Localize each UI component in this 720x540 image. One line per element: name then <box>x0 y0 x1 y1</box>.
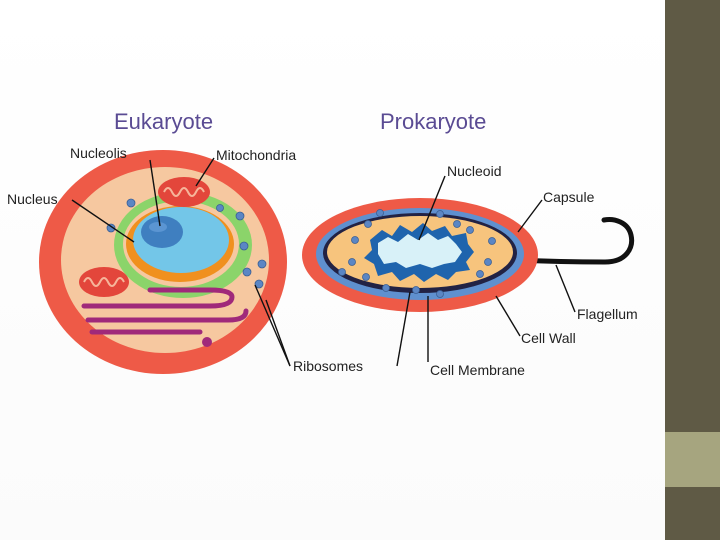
eukaryote-title: Eukaryote <box>114 109 213 134</box>
label-nucleoid: Nucleoid <box>447 163 501 179</box>
prokaryote-ribosomes <box>338 209 496 298</box>
leader-cell-wall <box>495 295 521 337</box>
prokaryote-cell <box>302 198 635 312</box>
eukaryote-ribosomes <box>106 198 267 289</box>
leader-nucleus <box>71 199 135 243</box>
eukaryote-cell <box>39 150 287 374</box>
flagellum <box>515 217 635 265</box>
mitochondrion-top <box>158 177 210 207</box>
leader-ribosomes-2 <box>265 299 291 367</box>
cell-comparison-diagram: Eukaryote Prokaryote Nucleolis Mitochond… <box>7 109 638 378</box>
leader-lines <box>71 157 576 367</box>
mitochondrion-left <box>79 267 129 297</box>
label-capsule: Capsule <box>543 189 595 205</box>
leader-mitochondria <box>195 157 215 187</box>
leader-cell-membrane-2 <box>396 291 411 367</box>
golgi-apparatus <box>81 287 249 335</box>
slide-side-band-top <box>665 0 720 432</box>
label-cell-membrane: Cell Membrane <box>430 362 525 378</box>
label-flagellum: Flagellum <box>577 306 638 322</box>
label-ribosomes: Ribosomes <box>293 358 363 374</box>
label-nucleus: Nucleus <box>7 191 58 207</box>
label-mitochondria: Mitochondria <box>216 147 296 163</box>
leader-nucleolis <box>149 159 161 227</box>
leader-nucleoid <box>418 175 446 241</box>
label-nucleolis: Nucleolis <box>70 145 127 161</box>
leader-flagellum <box>555 264 576 313</box>
leader-ribosomes-1 <box>254 284 291 367</box>
slide-side-band-accent <box>665 432 720 487</box>
nucleolus-highlight <box>149 222 167 232</box>
nucleolus <box>141 216 183 248</box>
nucleoid-inner <box>378 233 462 268</box>
slide-side-band-bottom <box>665 487 720 540</box>
prokaryote-title: Prokaryote <box>380 109 486 134</box>
golgi-vesicle <box>202 337 212 347</box>
leader-capsule <box>517 199 543 233</box>
label-cell-wall: Cell Wall <box>521 330 576 346</box>
